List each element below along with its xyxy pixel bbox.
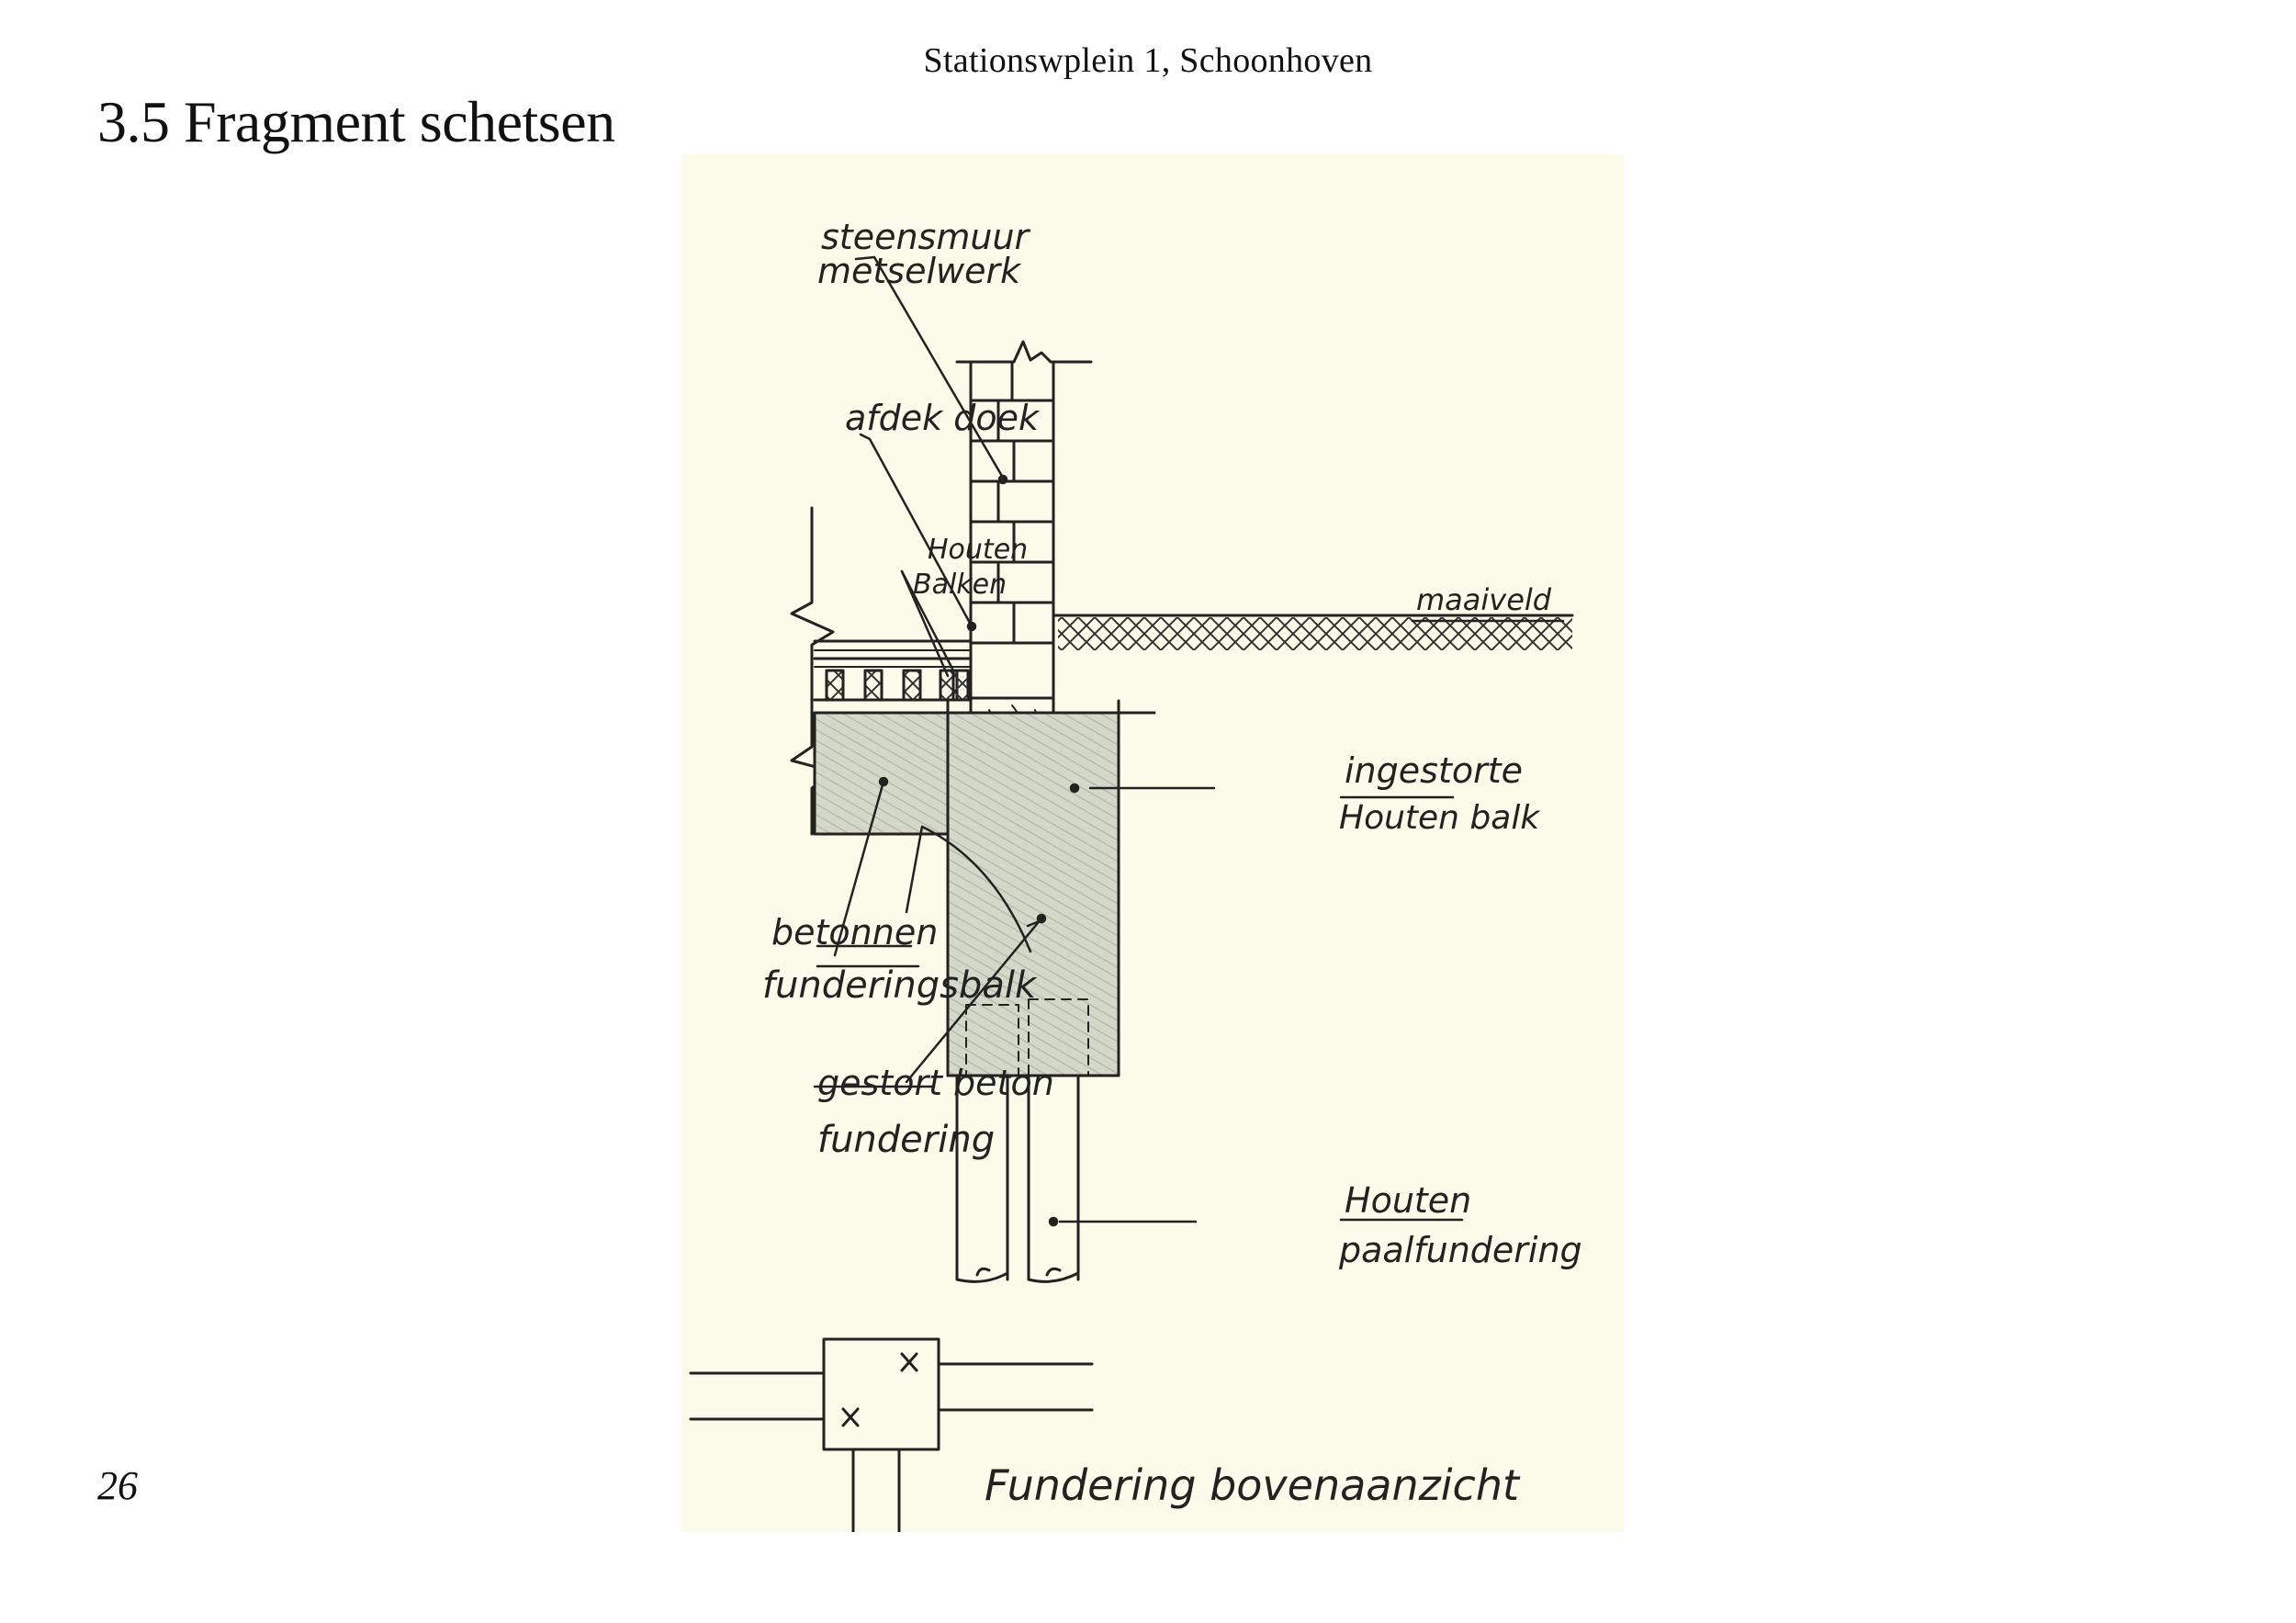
paper-background: [681, 154, 1624, 1532]
label-afdekdoek: afdek doek: [845, 398, 1041, 438]
label-gestort-1: gestort beton: [817, 1063, 1054, 1103]
label-houten-balken-1: Houten: [928, 534, 1028, 566]
concrete-foundation: [813, 699, 1156, 1077]
timber-piles: [955, 1074, 1080, 1283]
ground-level: [1052, 614, 1574, 650]
brick-wall: [955, 340, 1093, 831]
label-maaiveld: maaiveld: [1416, 582, 1552, 617]
label-bovenaanzicht: Fundering bovenaanzicht: [985, 1460, 1521, 1510]
label-steensmuur-2: metselwerk: [817, 251, 1022, 291]
label-paal-2: paalfundering: [1338, 1230, 1582, 1270]
label-betonnen-2: funderingsbalk: [762, 964, 1038, 1007]
label-ingestorte-2: Houten balk: [1339, 799, 1541, 837]
label-ingestorte-1: ingestorte: [1345, 750, 1523, 791]
leader-lines: [833, 255, 1216, 1227]
page-number: 26: [97, 1463, 138, 1508]
foundation-sketch: steensmuur metselwerk afdek doek Houten …: [681, 154, 1624, 1532]
foundation-plan-view: [689, 1337, 1094, 1532]
label-steensmuur-1: steensmuur: [821, 217, 1031, 257]
label-underlines: [813, 619, 1565, 1222]
label-gestort-2: fundering: [817, 1119, 995, 1161]
page-title: 3.5 Fragment schetsen: [97, 89, 615, 154]
label-paal-1: Houten: [1345, 1180, 1471, 1221]
document-header: Stationswplein 1, Schoonhoven: [923, 41, 1373, 80]
label-betonnen-1: betonnen: [771, 912, 938, 952]
sketch-labels: steensmuur metselwerk afdek doek Houten …: [762, 217, 1582, 1510]
sketch-drawing: steensmuur metselwerk afdek doek Houten …: [681, 154, 1624, 1532]
label-houten-balken-2: Balken: [913, 569, 1007, 601]
